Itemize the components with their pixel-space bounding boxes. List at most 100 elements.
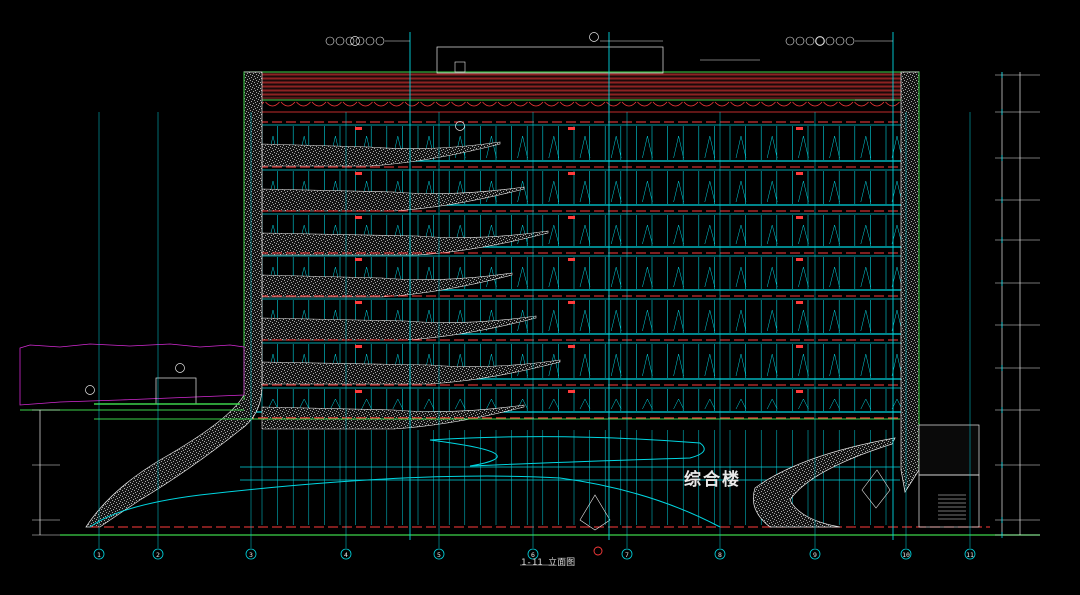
window-mark bbox=[579, 353, 591, 377]
callout-chain bbox=[835, 36, 845, 46]
callout-chain bbox=[365, 36, 375, 46]
window-mark bbox=[517, 309, 528, 332]
roof-ornament bbox=[466, 101, 482, 107]
window-mark bbox=[704, 266, 716, 288]
window-mark bbox=[579, 309, 591, 332]
roof-ornament bbox=[885, 101, 900, 107]
floor-tag bbox=[355, 345, 362, 348]
axis-label: 10 bbox=[902, 551, 910, 559]
roof-ornament bbox=[761, 101, 776, 107]
window-mark bbox=[642, 266, 653, 288]
roof-ornament bbox=[451, 101, 466, 107]
entrance-diamond bbox=[579, 494, 611, 531]
roof-ornament bbox=[280, 101, 296, 107]
window-mark bbox=[548, 135, 560, 159]
floor-tag bbox=[355, 216, 362, 219]
window-mark bbox=[642, 180, 653, 203]
window-mark bbox=[486, 398, 497, 410]
callout-bubble bbox=[455, 121, 465, 131]
callout-chain bbox=[375, 36, 385, 46]
window-mark bbox=[766, 398, 778, 410]
axis-label: 4 bbox=[344, 551, 348, 559]
window-mark bbox=[486, 135, 497, 159]
window-mark bbox=[548, 180, 560, 203]
window-mark bbox=[829, 224, 840, 245]
roof-ornament bbox=[683, 101, 699, 107]
axis-label: 5 bbox=[437, 551, 441, 559]
callout-bubble bbox=[815, 36, 825, 46]
window-mark bbox=[891, 266, 903, 288]
view-title: 1-11 立面图 bbox=[521, 558, 576, 568]
roof-ornament bbox=[296, 101, 311, 107]
cantilever-strip bbox=[261, 315, 537, 341]
axis-bubble bbox=[93, 548, 105, 560]
roof-ornament bbox=[621, 101, 637, 107]
floor-tag bbox=[355, 390, 362, 393]
window-mark bbox=[798, 224, 809, 245]
window-mark bbox=[267, 398, 279, 410]
roof-ornament bbox=[699, 101, 714, 107]
window-mark bbox=[829, 180, 840, 203]
callouts bbox=[85, 32, 895, 566]
floor-tag bbox=[796, 301, 803, 304]
roof-ornament bbox=[838, 101, 854, 107]
callout-chain bbox=[785, 36, 795, 46]
window-mark bbox=[860, 266, 872, 288]
window-mark bbox=[891, 398, 903, 410]
left-wing-box bbox=[155, 377, 197, 405]
roof-ornament bbox=[575, 101, 590, 107]
window-mark bbox=[891, 353, 903, 377]
window-mark bbox=[454, 398, 466, 410]
axis-bubble bbox=[245, 548, 257, 560]
roof-ornament bbox=[730, 101, 745, 107]
callout-bubble bbox=[350, 36, 360, 46]
window-mark bbox=[798, 180, 809, 203]
window-mark bbox=[548, 224, 560, 245]
cantilever-strip bbox=[261, 359, 561, 385]
window-mark bbox=[610, 309, 622, 332]
axis-bubble bbox=[527, 548, 539, 560]
floor-tag bbox=[796, 127, 803, 130]
roof-ornament bbox=[404, 101, 420, 107]
window-mark bbox=[673, 266, 684, 288]
left-wall-curved bbox=[85, 71, 263, 528]
roof-ornament bbox=[854, 101, 869, 107]
floor-tag bbox=[355, 127, 362, 130]
window-mark bbox=[704, 135, 716, 159]
window-mark bbox=[548, 353, 560, 377]
roof-ornament bbox=[528, 101, 544, 107]
window-mark bbox=[860, 180, 872, 203]
callout-chain bbox=[325, 36, 335, 46]
roof-ornament bbox=[497, 101, 513, 107]
window-mark bbox=[704, 398, 716, 410]
axis-bubble bbox=[900, 548, 912, 560]
floor-tag bbox=[355, 172, 362, 175]
window-mark bbox=[860, 398, 872, 410]
cantilever-strip bbox=[261, 186, 525, 212]
roof-ornament bbox=[435, 101, 451, 107]
window-mark bbox=[673, 353, 684, 377]
callout-chain bbox=[335, 36, 345, 46]
window-mark bbox=[798, 135, 809, 159]
roof-ornament bbox=[358, 101, 373, 107]
axis-bubble bbox=[340, 548, 352, 560]
window-mark bbox=[860, 224, 872, 245]
cantilever-strip bbox=[261, 404, 525, 430]
floor-tag bbox=[796, 258, 803, 261]
window-mark bbox=[766, 224, 778, 245]
window-mark bbox=[860, 353, 872, 377]
window-mark bbox=[766, 180, 778, 203]
axis-bubble bbox=[714, 548, 726, 560]
left-wing-outline bbox=[19, 343, 245, 406]
window-mark bbox=[891, 180, 903, 203]
cantilever-strip bbox=[261, 141, 501, 167]
podium bbox=[60, 418, 1040, 536]
window-mark bbox=[642, 224, 653, 245]
window-mark bbox=[610, 398, 622, 410]
callout-chain bbox=[795, 36, 805, 46]
window-mark bbox=[579, 398, 591, 410]
callout-chain bbox=[815, 36, 825, 46]
right-wall bbox=[900, 71, 920, 493]
window-mark bbox=[860, 309, 872, 332]
